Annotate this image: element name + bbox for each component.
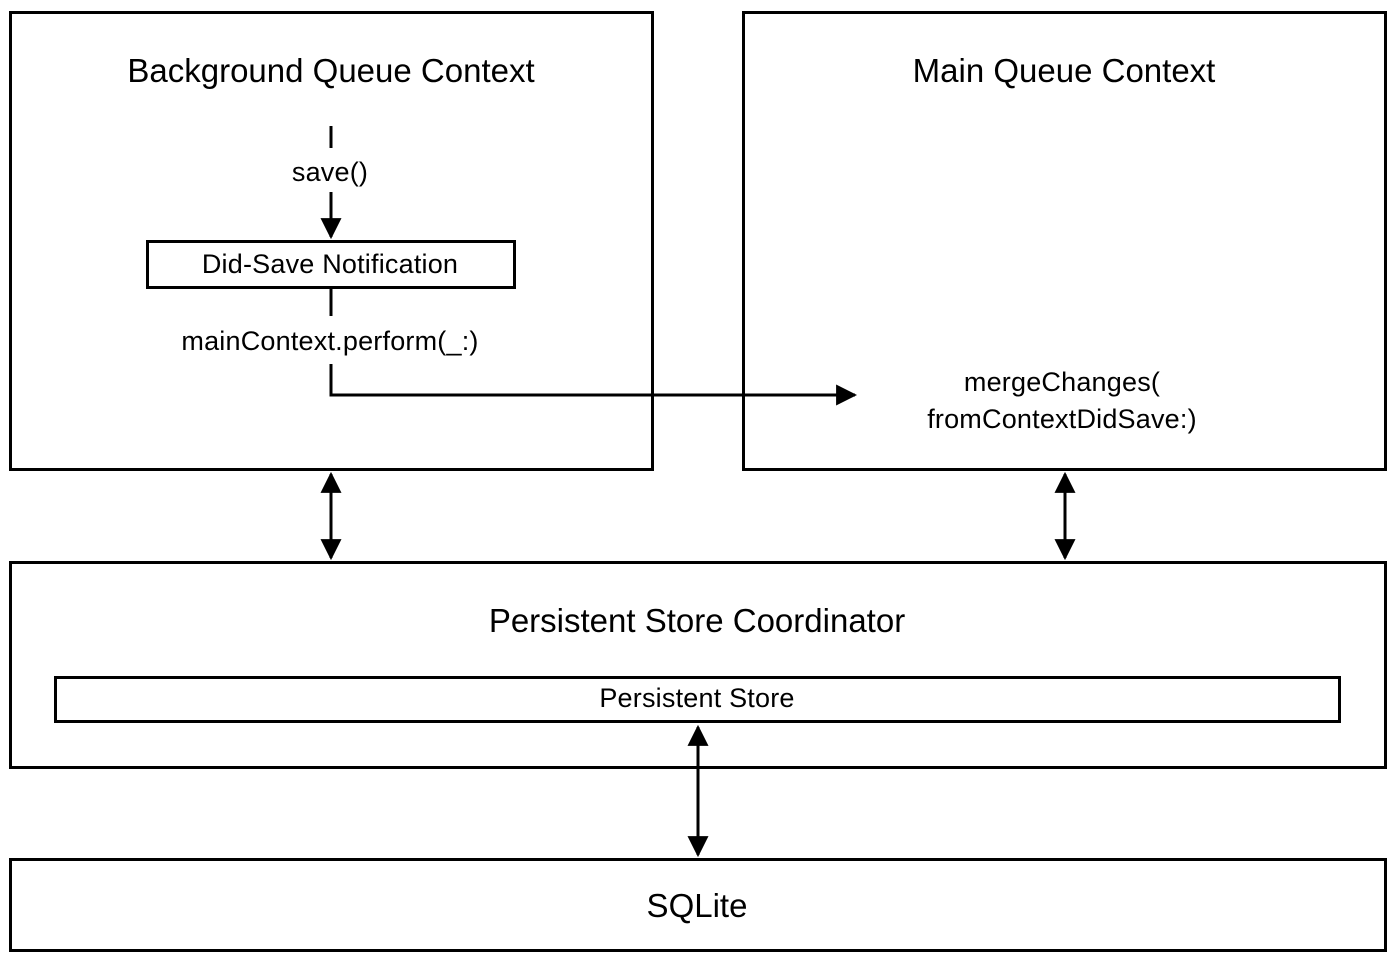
merge-changes-line1: mergeChanges( <box>963 367 1161 397</box>
persistent-store-label: Persistent Store <box>599 683 795 713</box>
coordinator-title: Persistent Store Coordinator <box>488 602 906 639</box>
save-call-label: save() <box>291 157 369 187</box>
did-save-notification-label: Did-Save Notification <box>201 249 459 279</box>
sqlite-label: SQLite <box>646 887 748 924</box>
did-save-notification-box <box>146 240 516 289</box>
main-context-title: Main Queue Context <box>912 52 1216 89</box>
persistent-store-box <box>54 676 1341 723</box>
main-context-perform-label: mainContext.perform(_:) <box>181 326 479 356</box>
sqlite-box <box>9 858 1387 952</box>
background-context-title: Background Queue Context <box>127 52 535 89</box>
merge-changes-line2: fromContextDidSave:) <box>927 404 1197 434</box>
perform-to-merge-arrow <box>329 364 858 406</box>
